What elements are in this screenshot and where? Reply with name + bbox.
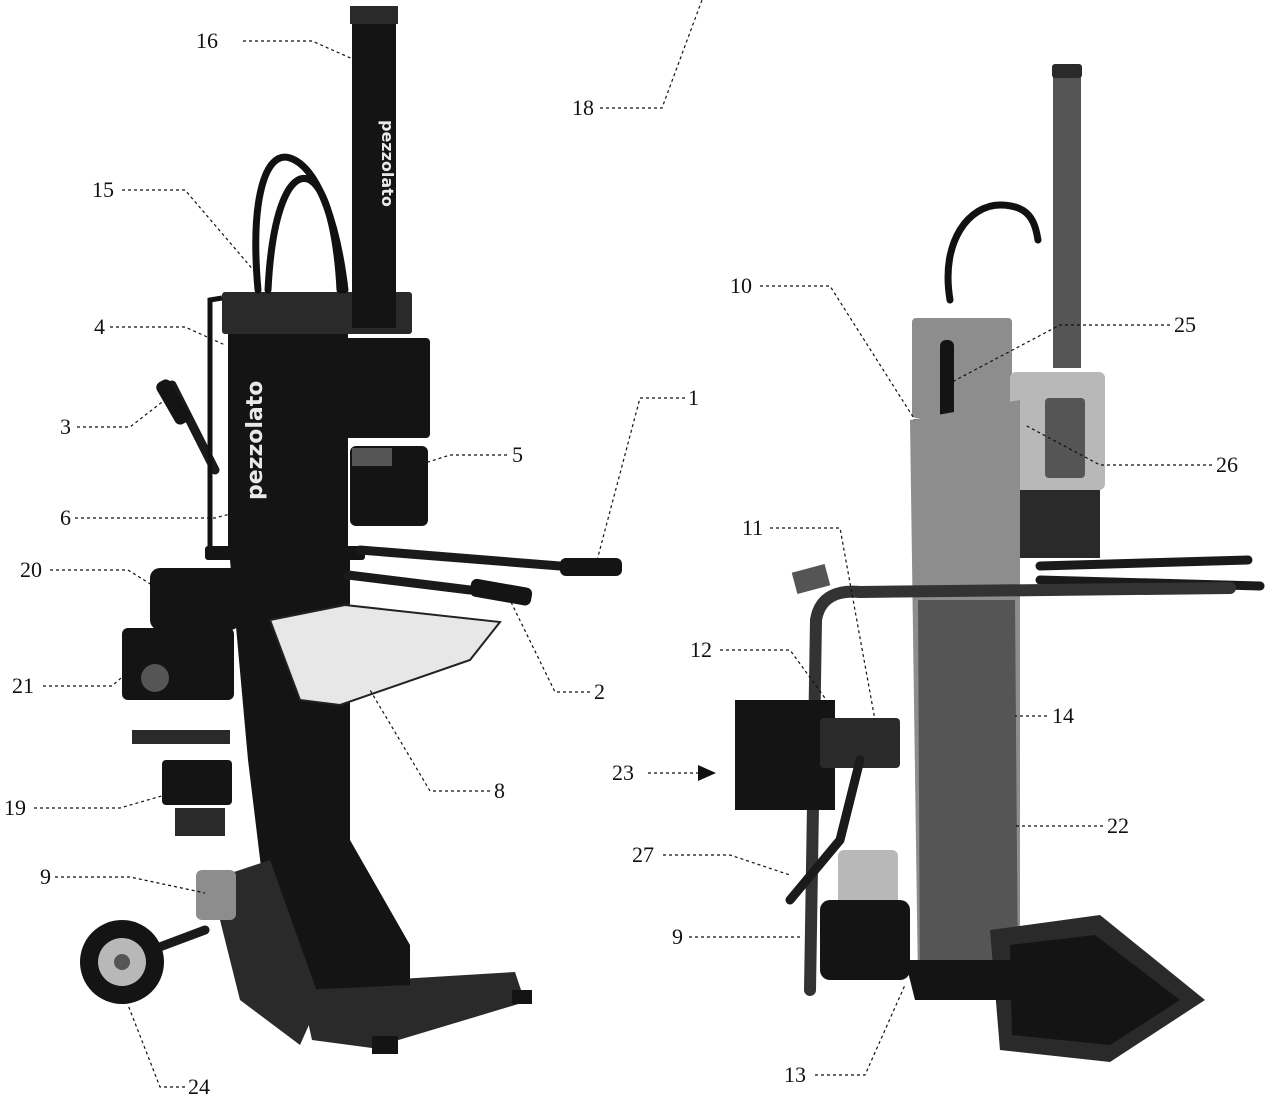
left-base-foot: [372, 1036, 398, 1054]
left-handle-1-grip: [560, 558, 622, 576]
right-base-stand: [905, 960, 1025, 1000]
left-log-tray: [268, 603, 502, 707]
left-column-cap: [350, 6, 398, 24]
right-handle: [1035, 555, 1253, 571]
right-cylinder-inner: [1045, 398, 1085, 478]
left-machine: pezzolato pezzolato: [80, 6, 622, 1054]
callout-11: 11: [742, 515, 763, 540]
callout-18: 18: [572, 95, 594, 120]
callout-9-right: 9: [672, 924, 683, 949]
leader-26: [1024, 424, 1212, 466]
left-hose: [264, 175, 344, 294]
right-column-cap: [1052, 64, 1082, 78]
callout-labels: 16 18 15 4 3 6 20 21 19 9 24 1 5 2 8 10 …: [4, 28, 1238, 1099]
callout-19: 19: [4, 795, 26, 820]
right-machine: [735, 64, 1265, 1062]
left-column-tube: [352, 8, 396, 328]
left-handle-2-grip: [469, 578, 533, 606]
leader-12: [720, 649, 831, 706]
callout-22: 22: [1107, 813, 1129, 838]
left-cylinder-body: [228, 320, 348, 560]
callout-5: 5: [512, 442, 523, 467]
left-lower-wedge: [210, 860, 320, 1045]
left-engine-pulley: [141, 664, 169, 692]
leader-20: [50, 569, 161, 591]
column-brand-logo: pezzolato: [378, 120, 397, 207]
callout-24: 24: [188, 1074, 210, 1099]
right-pump-bracket: [785, 755, 865, 905]
leader-4: [110, 326, 226, 346]
leader-13: [815, 984, 906, 1076]
right-valve-block: [912, 318, 1012, 418]
right-engine-head: [820, 718, 900, 768]
leader-15: [122, 189, 256, 273]
front-brand-logo: pezzolato: [243, 381, 268, 500]
callout-4: 4: [94, 314, 105, 339]
left-engine-top: [150, 568, 240, 630]
callout-20: 20: [20, 557, 42, 582]
callout-8: 8: [494, 778, 505, 803]
left-base-plate: [300, 972, 525, 1048]
left-splitting-head: [345, 338, 430, 438]
callout-27: 27: [632, 842, 654, 867]
left-control-bar: [205, 546, 365, 560]
callout-21: 21: [12, 673, 34, 698]
callout-6: 6: [60, 505, 71, 530]
right-tool-holder: [791, 563, 831, 595]
callout-26: 26: [1216, 452, 1238, 477]
callout-25: 25: [1174, 312, 1196, 337]
arrow-23: [698, 765, 716, 781]
right-hose: [944, 201, 1042, 304]
left-handle-2: [343, 570, 475, 595]
leader-19: [34, 794, 166, 809]
left-pump: [162, 760, 232, 805]
left-pump-lower: [175, 808, 225, 836]
leader-6: [75, 509, 246, 519]
leader-9a: [55, 876, 206, 894]
left-frame-rod: [207, 295, 223, 560]
leader-3: [77, 391, 176, 428]
right-tank: [838, 850, 898, 915]
right-engine: [735, 700, 835, 810]
callout-23: 23: [612, 760, 634, 785]
callout-2: 2: [594, 679, 605, 704]
left-wheel-hub: [114, 954, 130, 970]
left-tank: [196, 870, 236, 920]
right-wheel-frame: [820, 900, 910, 980]
callout-leaders: [34, 0, 1212, 1088]
leader-2: [509, 599, 590, 693]
leader-10: [760, 285, 916, 421]
callout-9-left: 9: [40, 864, 51, 889]
leader-16: [243, 40, 356, 61]
left-engine-shelf: [132, 730, 230, 744]
leader-1: [594, 397, 685, 569]
right-frame-bar: [804, 582, 1236, 996]
leader-21: [43, 669, 131, 687]
right-wedge: [1020, 490, 1100, 558]
callout-12: 12: [690, 637, 712, 662]
left-wedge-highlight: [352, 448, 392, 466]
right-base-inner: [1010, 935, 1180, 1045]
callout-16: 16: [196, 28, 218, 53]
left-base-foot: [512, 990, 532, 1004]
callout-15: 15: [92, 177, 114, 202]
callout-3: 3: [60, 414, 71, 439]
callout-13: 13: [784, 1062, 806, 1087]
left-engine-body: [122, 628, 234, 700]
left-handle-1: [355, 545, 565, 571]
leader-11: [770, 527, 876, 721]
leader-24: [127, 1004, 185, 1088]
leader-8: [369, 689, 490, 792]
leader-27: [663, 854, 791, 876]
left-lever-3-grip: [156, 379, 190, 425]
leader-18: [600, 0, 703, 109]
leader-25: [949, 324, 1170, 384]
right-column-shade: [918, 600, 1018, 985]
leader-5: [424, 454, 507, 464]
callout-1: 1: [688, 385, 699, 410]
callout-14: 14: [1052, 703, 1074, 728]
callout-10: 10: [730, 273, 752, 298]
right-column-tube: [1053, 68, 1081, 368]
